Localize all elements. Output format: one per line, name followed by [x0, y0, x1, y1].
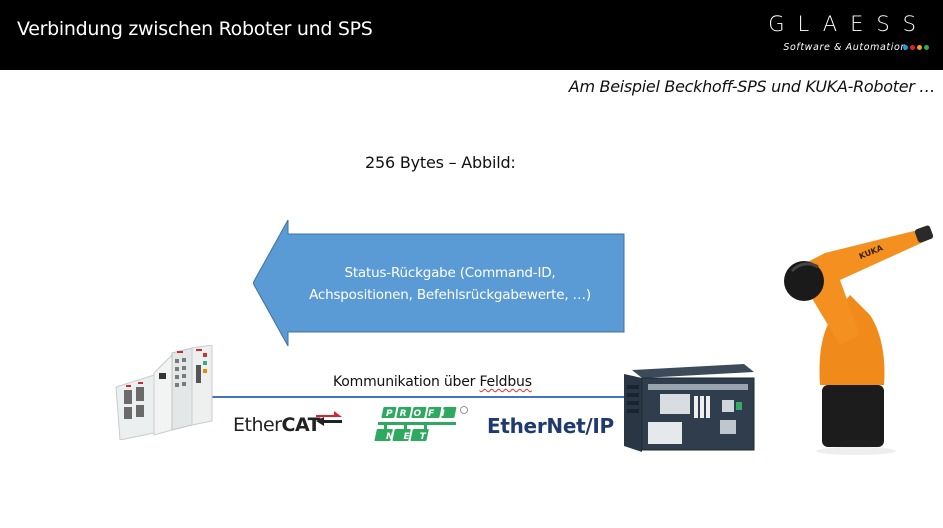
fieldbus-line	[210, 396, 632, 398]
slide-title: Verbindung zwischen Roboter und SPS	[17, 18, 373, 40]
ethercat-arrows-icon	[316, 411, 342, 426]
ethernet-ip-logo: EtherNet/IP	[487, 414, 614, 438]
kuka-robot-image: KUKA	[784, 225, 934, 455]
profinet-logo-top: PROFI	[386, 409, 452, 419]
slide-subtitle: Am Beispiel Beckhoff-SPS und KUKA-Robote…	[568, 77, 936, 96]
logo-dot-red	[910, 45, 915, 50]
logo-dot-green	[924, 45, 929, 50]
slide-header: Verbindung zwischen Roboter und SPS GLAE…	[0, 0, 943, 70]
image-size-label: 256 Bytes – Abbild:	[365, 153, 516, 172]
logo-tagline: Software & Automation	[783, 42, 907, 53]
arrow-label-line2: Achspositionen, Befehlsrückgabewerte, …)	[309, 287, 591, 303]
profinet-logo-bottom: NET	[386, 432, 436, 442]
logo-dot-orange	[917, 45, 922, 50]
arrow-label: Status-Rückgabe (Command-ID, Achspositio…	[290, 262, 610, 306]
logo-dot-blue	[903, 45, 908, 50]
fieldbus-label-word: Feldbus	[479, 374, 532, 390]
arrow-label-line1: Status-Rückgabe (Command-ID,	[344, 265, 556, 281]
fieldbus-label-prefix: Kommunikation über	[333, 374, 480, 390]
ethercat-logo-bold: CAT	[281, 414, 321, 436]
profinet-logo: PROFI NET	[374, 406, 468, 442]
ethercat-logo-prefix: Ether	[233, 414, 282, 436]
fieldbus-label: Kommunikation über Feldbus	[333, 374, 532, 390]
logo-wordmark: GLAESS	[768, 12, 929, 36]
arrow-shape	[253, 220, 625, 346]
kuka-controller-image	[624, 364, 755, 452]
beckhoff-plc-image	[115, 345, 213, 440]
glaess-logo: GLAESS Software & Automation	[759, 12, 929, 58]
status-return-arrow	[253, 220, 625, 346]
logo-dots	[903, 45, 929, 50]
ethercat-logo: EtherCAT	[233, 414, 321, 436]
